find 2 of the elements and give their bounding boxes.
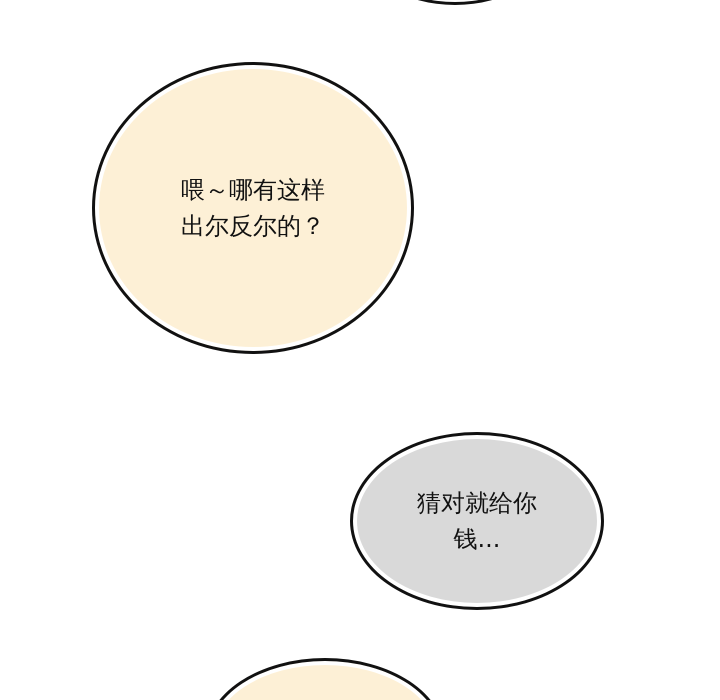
dialogue-text: 喂～哪有这样出尔反尔的？ [180,175,326,242]
dialogue-text: 猜对就给你钱... [416,488,538,555]
